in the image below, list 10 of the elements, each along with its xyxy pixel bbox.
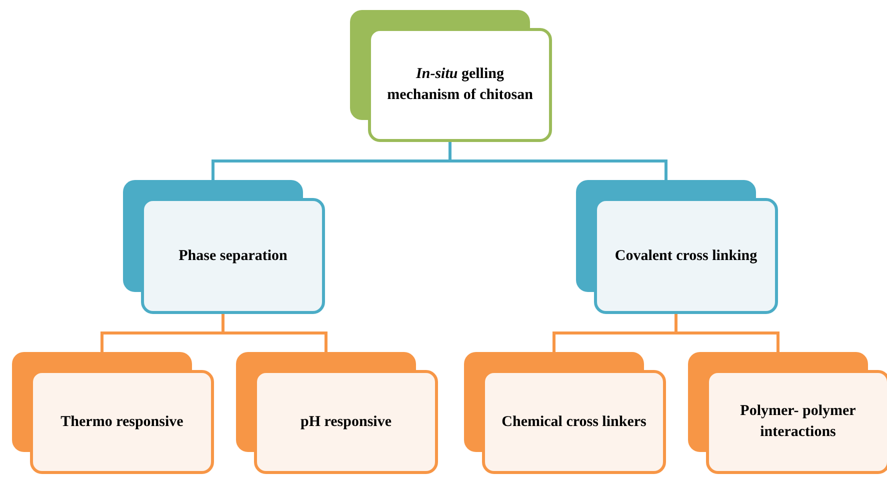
connector-line bbox=[448, 142, 668, 180]
node-label: pH responsive bbox=[300, 412, 392, 432]
node-label: Phase separation bbox=[178, 246, 288, 266]
node-label: Polymer- polymer interactions bbox=[739, 402, 857, 442]
node-label: Covalent cross linking bbox=[614, 246, 758, 266]
node-label: Thermo responsive bbox=[60, 412, 184, 432]
node-label: Chemical cross linkers bbox=[502, 412, 646, 432]
connector-line bbox=[674, 314, 780, 352]
node-label: In-situ gelling mechanism of chitosan bbox=[387, 65, 533, 105]
connector-line bbox=[222, 314, 328, 352]
